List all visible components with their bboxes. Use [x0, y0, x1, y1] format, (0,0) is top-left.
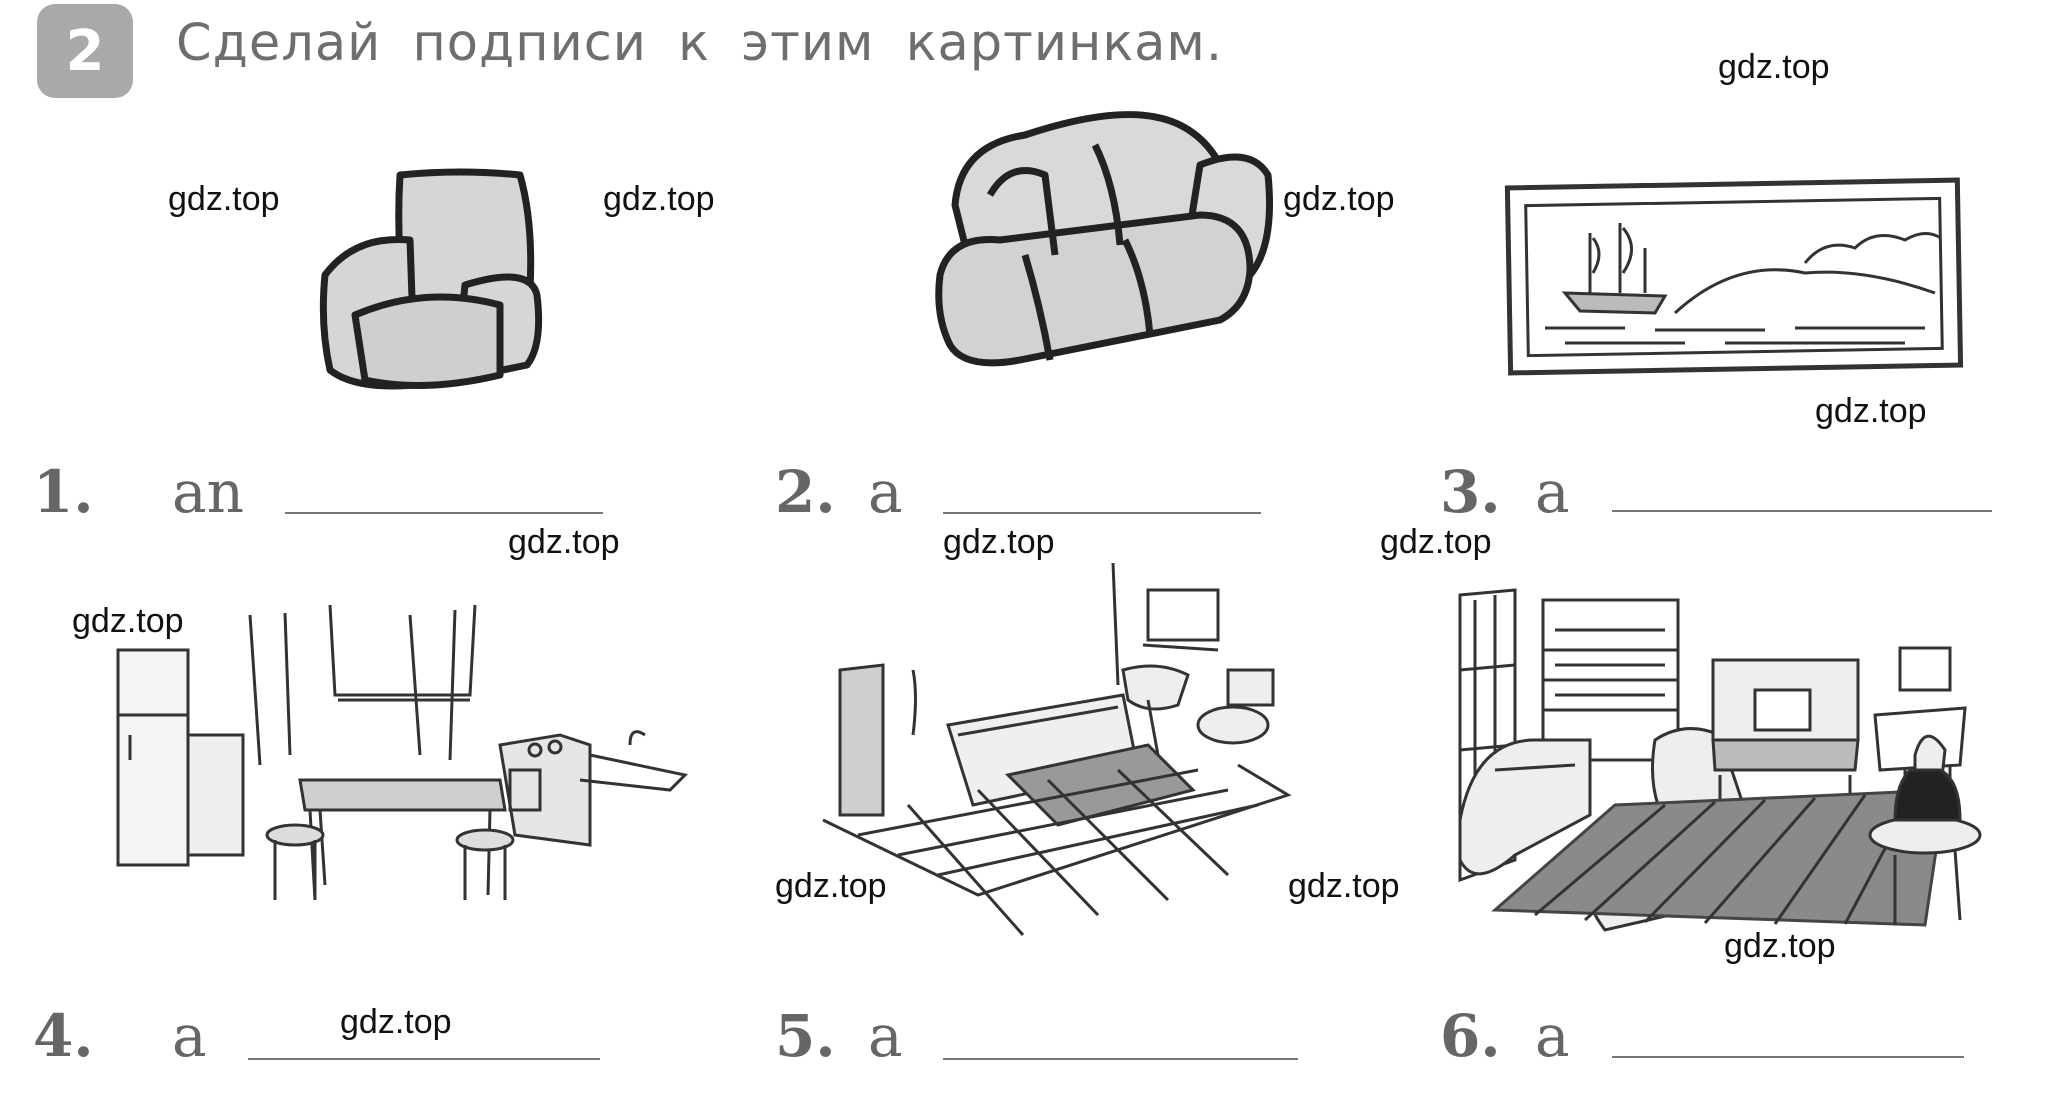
item-4-article: a	[172, 1002, 207, 1070]
item-2-answer-line[interactable]	[943, 512, 1261, 514]
item-6-number: 6.	[1440, 1002, 1501, 1070]
item-5-article: a	[868, 1002, 903, 1070]
watermark: gdz.top	[603, 180, 715, 218]
bathroom-icon	[822, 562, 1292, 936]
watermark: gdz.top	[1283, 180, 1395, 218]
watermark: gdz.top	[943, 523, 1055, 561]
watermark: gdz.top	[340, 1003, 452, 1041]
item-4-answer-line[interactable]	[248, 1058, 600, 1060]
item-3-number: 3.	[1440, 458, 1501, 526]
exercise-number: 2	[65, 18, 105, 84]
framed-picture-icon	[1504, 177, 1964, 376]
kitchen-icon	[116, 604, 689, 901]
watermark: gdz.top	[1815, 392, 1927, 430]
watermark: gdz.top	[1718, 48, 1830, 86]
item-3-answer-line[interactable]	[1612, 510, 1992, 512]
sofa-icon	[935, 111, 1273, 367]
item-1-number: 1.	[33, 458, 94, 526]
living-room-icon	[1458, 588, 1982, 932]
watermark: gdz.top	[775, 867, 887, 905]
exercise-instruction: Сделай подписи к этим картинкам.	[176, 14, 1224, 73]
item-5-answer-line[interactable]	[943, 1058, 1298, 1060]
item-3-article: a	[1535, 458, 1570, 526]
watermark: gdz.top	[1724, 927, 1836, 965]
watermark: gdz.top	[508, 523, 620, 561]
watermark: gdz.top	[72, 602, 184, 640]
watermark: gdz.top	[1288, 867, 1400, 905]
item-6-answer-line[interactable]	[1612, 1056, 1964, 1058]
item-1-answer-line[interactable]	[285, 512, 603, 514]
item-6-article: a	[1535, 1002, 1570, 1070]
armchair-icon	[319, 168, 543, 390]
item-1-article: an	[172, 458, 244, 526]
exercise-number-badge: 2	[37, 4, 133, 98]
item-2-number: 2.	[775, 458, 836, 526]
watermark: gdz.top	[1380, 523, 1492, 561]
item-4-number: 4.	[33, 1002, 94, 1070]
watermark: gdz.top	[168, 180, 280, 218]
item-5-number: 5.	[775, 1002, 836, 1070]
item-2-article: a	[868, 458, 903, 526]
